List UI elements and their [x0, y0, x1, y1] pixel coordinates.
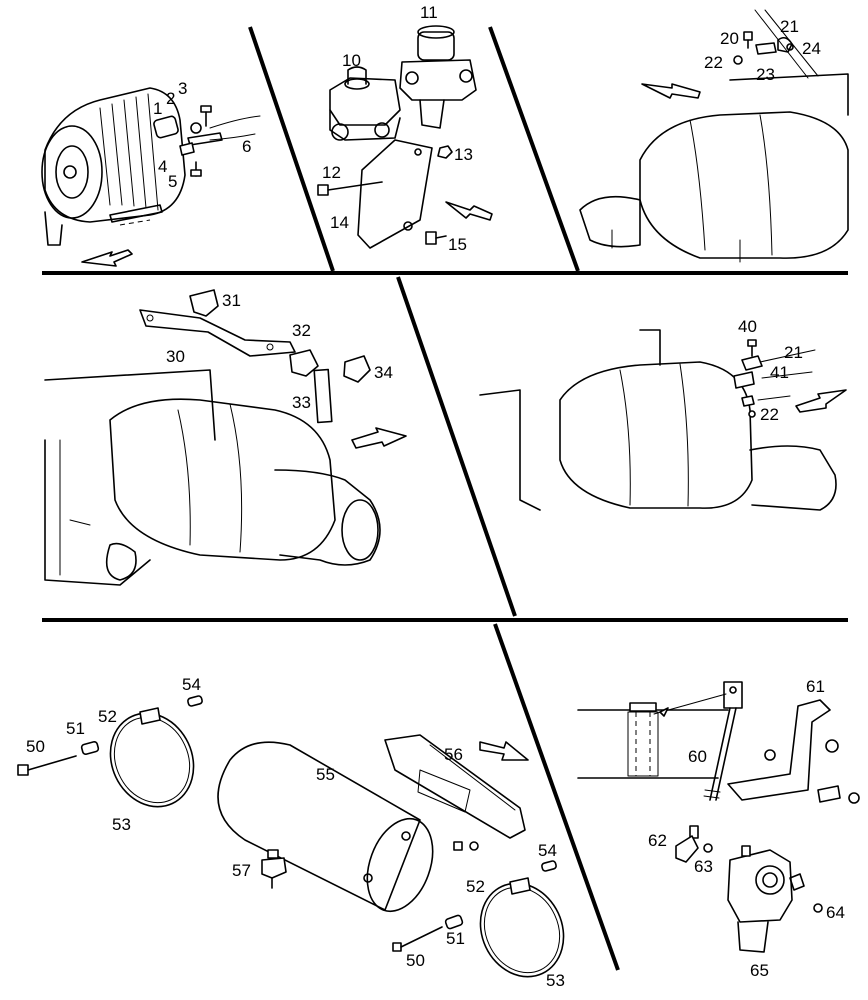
callout-labels: 1 2 3 6 4 5 11 10 12 13 14 15 20 21 22 2… [26, 3, 845, 990]
callout-54-left: 54 [182, 675, 201, 694]
rod-60 [689, 681, 743, 839]
nut-64 [813, 903, 823, 913]
panel-alternator [41, 87, 261, 267]
reservoir-valve-10 [329, 66, 401, 141]
callout-50-left: 50 [26, 737, 45, 756]
callout-65: 65 [750, 961, 769, 980]
callout-21-mid: 21 [784, 343, 803, 362]
spacer-54-left [187, 695, 203, 707]
callout-31: 31 [222, 291, 241, 310]
bolt-50-left [17, 755, 77, 776]
callout-21: 21 [780, 17, 799, 36]
panel-air-tank [17, 695, 565, 978]
tank-55 [217, 741, 434, 913]
clip-32 [289, 349, 319, 377]
direction-arrow-6 [479, 741, 529, 761]
direction-arrow-3 [641, 83, 701, 99]
housing-body [639, 111, 849, 259]
callout-55: 55 [316, 765, 335, 784]
drain-valve-57 [261, 849, 287, 889]
plate-33 [313, 368, 333, 424]
panel-valve-rod [577, 681, 860, 953]
clip-31 [189, 289, 219, 317]
callout-53-left: 53 [112, 815, 131, 834]
callout-5: 5 [168, 172, 177, 191]
callout-14: 14 [330, 213, 349, 232]
callout-23: 23 [756, 65, 775, 84]
callout-20: 20 [720, 29, 739, 48]
bracket-56 [384, 734, 526, 851]
spacer-51-right [444, 914, 464, 930]
callout-51-left: 51 [66, 719, 85, 738]
panel-valves [317, 25, 493, 249]
bolt-15 [425, 231, 447, 245]
callout-52-left: 52 [98, 707, 117, 726]
callout-22-mid: 22 [760, 405, 779, 424]
callout-34: 34 [374, 363, 393, 382]
callout-50-right: 50 [406, 951, 425, 970]
elbow-62 [675, 835, 699, 863]
callout-60: 60 [688, 747, 707, 766]
nut-13 [437, 145, 453, 159]
callout-32: 32 [292, 321, 311, 340]
bracket-bolt-parts [153, 105, 261, 177]
direction-arrow-4 [351, 427, 407, 449]
callout-22: 22 [704, 53, 723, 72]
callout-13: 13 [454, 145, 473, 164]
bolt-50-right [392, 926, 443, 952]
callout-53-right: 53 [546, 971, 565, 990]
callout-15: 15 [448, 235, 467, 254]
clip-fittings-2 [733, 339, 816, 418]
housing-body-2 [559, 361, 753, 509]
callout-30: 30 [166, 347, 185, 366]
callout-52-right: 52 [466, 877, 485, 896]
panel-bracket-clips [44, 289, 407, 586]
bracket-61 [727, 699, 860, 804]
panel-housing-mid [479, 329, 847, 511]
mounting-plate-14 [357, 139, 433, 249]
direction-arrow-5 [795, 389, 847, 413]
callout-11: 11 [420, 3, 438, 22]
callout-64: 64 [826, 903, 845, 922]
valve-65 [727, 845, 805, 953]
clip-34 [343, 355, 371, 383]
callout-41: 41 [770, 363, 789, 382]
callout-12: 12 [322, 163, 341, 182]
valve-11 [399, 25, 477, 129]
callout-61: 61 [806, 677, 825, 696]
housing-mid-left [44, 369, 381, 586]
direction-arrow-1 [81, 249, 133, 267]
callout-40: 40 [738, 317, 757, 336]
callout-54-right: 54 [538, 841, 557, 860]
bracket-30 [139, 309, 296, 357]
callout-3: 3 [178, 79, 187, 98]
washer-63 [703, 843, 713, 853]
frame-rail [577, 693, 729, 779]
spacer-54-right [541, 860, 557, 872]
strap-53-left [109, 707, 195, 808]
callout-1: 1 [153, 99, 162, 118]
panel-housing-top [579, 9, 849, 263]
callout-62: 62 [648, 831, 667, 850]
callout-33: 33 [292, 393, 311, 412]
callout-56: 56 [444, 745, 463, 764]
callout-51-right: 51 [446, 929, 465, 948]
clip-fittings [733, 9, 819, 79]
direction-arrow-2 [445, 201, 493, 221]
callout-57: 57 [232, 861, 251, 880]
spacer-51-left [80, 740, 100, 756]
callout-24: 24 [802, 39, 821, 58]
panel-dividers [42, 26, 848, 971]
callout-10: 10 [342, 51, 361, 70]
callout-63: 63 [694, 857, 713, 876]
callout-2: 2 [166, 89, 175, 108]
strap-53-right [479, 877, 565, 978]
callout-6: 6 [242, 137, 251, 156]
callout-4: 4 [158, 157, 167, 176]
bolt-12 [317, 181, 383, 196]
